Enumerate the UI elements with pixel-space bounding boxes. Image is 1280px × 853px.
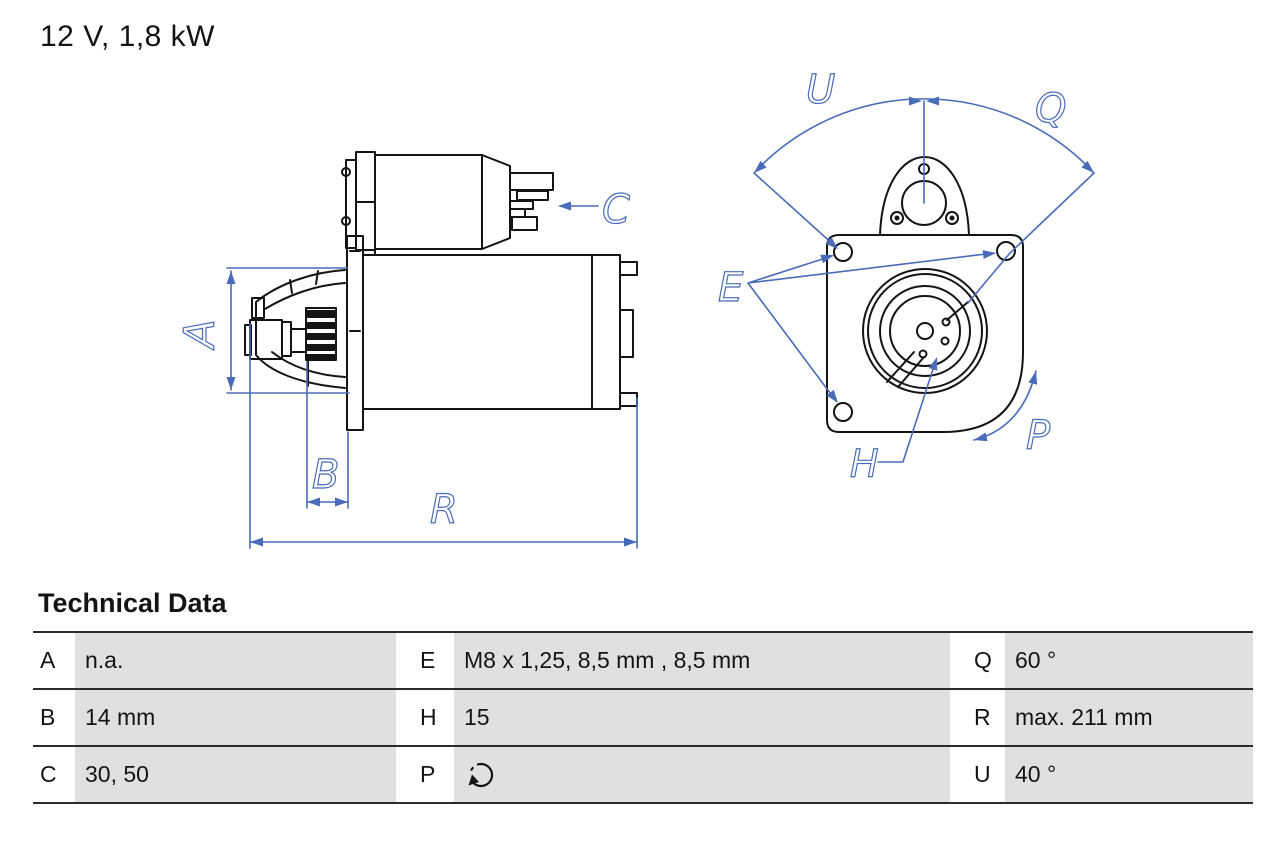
table-value-cell: 60 ° [1005,633,1253,688]
dimension-lines [226,98,1095,549]
section-heading: Technical Data [38,588,227,618]
dim-label-C: C [602,187,630,233]
table-value-cell: 14 mm [75,690,396,745]
technical-data-table: A n.a. E M8 x 1,25, 8,5 mm , 8,5 mm Q 60… [33,631,1253,804]
dim-label-P: P [1026,413,1051,459]
table-key-cell: C [33,747,75,802]
dim-label-R: R [430,487,458,533]
dimension-labels: A B R C U Q E H P [174,66,1067,533]
dim-label-E: E [718,265,744,311]
table-value-cell: 15 [454,690,950,745]
table-key-cell: Q [950,633,1005,688]
dim-label-B: B [312,452,339,498]
table-key-cell: E [396,633,454,688]
table-value-cell: n.a. [75,633,396,688]
dim-label-A: A [175,319,224,351]
table-key-cell: B [33,690,75,745]
technical-drawing: A B R C U Q E H P [174,66,1095,549]
side-view-drawing [244,151,638,431]
table-key-cell: U [950,747,1005,802]
dim-label-U: U [806,67,835,113]
table-key-cell: A [33,633,75,688]
table-value-cell [454,747,950,802]
table-row: A n.a. E M8 x 1,25, 8,5 mm , 8,5 mm Q 60… [33,631,1253,688]
table-value-cell: max. 211 mm [1005,690,1253,745]
table-row: C 30, 50 P U 40 ° [33,745,1253,802]
table-value-cell: 40 ° [1005,747,1253,802]
table-key-cell: P [396,747,454,802]
table-value-cell: 30, 50 [75,747,396,802]
dim-label-Q: Q [1035,86,1066,132]
front-view-drawing [826,156,1024,433]
rotation-direction-icon [468,762,494,787]
dimension-arrowheads [226,96,1094,547]
table-key-cell: R [950,690,1005,745]
pinion-gear [305,307,337,387]
table-value-cell: M8 x 1,25, 8,5 mm , 8,5 mm [454,633,950,688]
table-key-cell: H [396,690,454,745]
dim-label-H: H [850,442,879,486]
page-title: 12 V, 1,8 kW [40,20,215,53]
table-row: B 14 mm H 15 R max. 211 mm [33,688,1253,745]
